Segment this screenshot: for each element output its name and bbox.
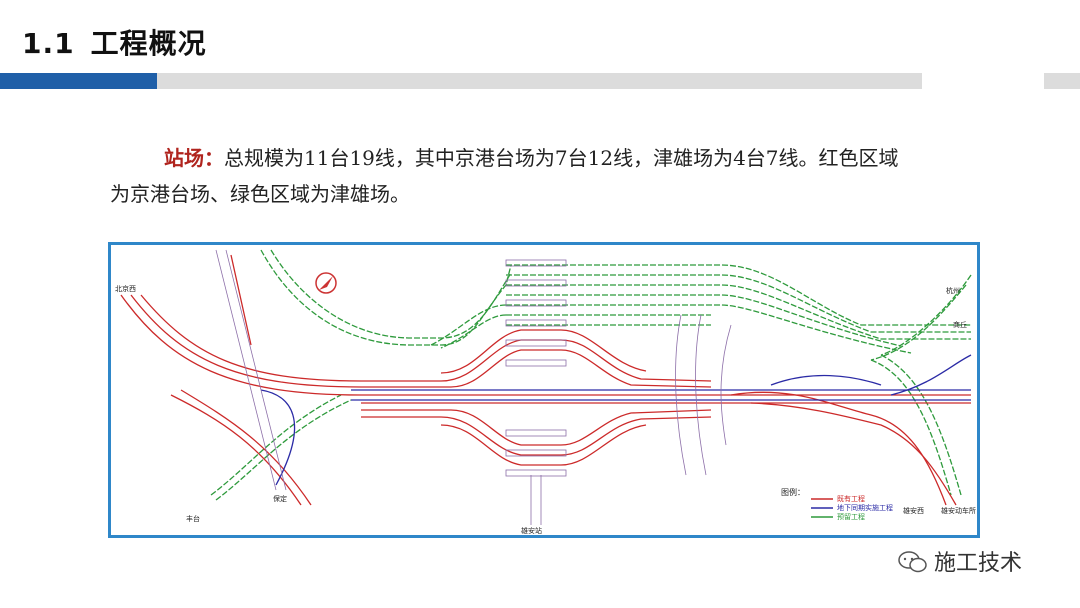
label-fengtai: 丰台 — [186, 514, 200, 523]
section-number: 1.1 — [22, 27, 75, 60]
intro-lead: 站场： — [164, 146, 224, 170]
red-tracks — [120, 254, 971, 506]
label-xiongan-west: 雄安西 — [903, 506, 924, 515]
compass-icon — [315, 272, 337, 294]
watermark-text: 施工技术 — [934, 551, 1023, 576]
blue-tracks — [260, 354, 972, 486]
legend-item-existing: 既有工程 — [837, 494, 865, 503]
intro-line-2: 为京港台场、绿色区域为津雄场。 — [110, 182, 410, 206]
page-title: 1.1 工程概况 — [22, 22, 207, 62]
watermark: 施工技术 — [898, 545, 1022, 577]
green-tracks — [210, 249, 972, 501]
legend-title: 图例： — [781, 487, 805, 497]
intro-paragraph: 站场：总规模为11台19线，其中京港台场为7台12线，津雄场为4台7线。红色区域… — [110, 140, 1010, 212]
legend: 图例： 既有工程 地下同期实施工程 预留工程 — [781, 487, 893, 521]
header-bar-end — [1044, 73, 1080, 89]
legend-item-underground: 地下同期实施工程 — [837, 503, 893, 512]
intro-line-1: 总规模为11台19线，其中京港台场为7台12线，津雄场为4台7线。红色区域 — [224, 146, 899, 170]
label-xiongan-station: 雄安站 — [521, 526, 542, 535]
label-shangqiu: 商丘 — [953, 320, 967, 329]
legend-item-reserved: 预留工程 — [837, 512, 865, 521]
label-beijing-west: 北京西 — [115, 284, 136, 293]
label-baoding: 保定 — [273, 494, 287, 503]
header-bar — [157, 73, 922, 89]
station-track-layout: 北京西 丰台 保定 雄安站 雄安西 雄安动车所 杭州 商丘 图例： 既有工程 地… — [115, 249, 976, 535]
header-bar-accent — [0, 73, 157, 89]
wechat-icon — [898, 551, 927, 573]
section-title: 工程概况 — [90, 27, 207, 60]
platforms — [215, 249, 732, 525]
label-xiongan-depot: 雄安动车所 — [941, 506, 976, 515]
label-hangzhou: 杭州 — [946, 286, 960, 295]
station-diagram: 北京西 丰台 保定 雄安站 雄安西 雄安动车所 杭州 商丘 图例： 既有工程 地… — [108, 242, 980, 538]
